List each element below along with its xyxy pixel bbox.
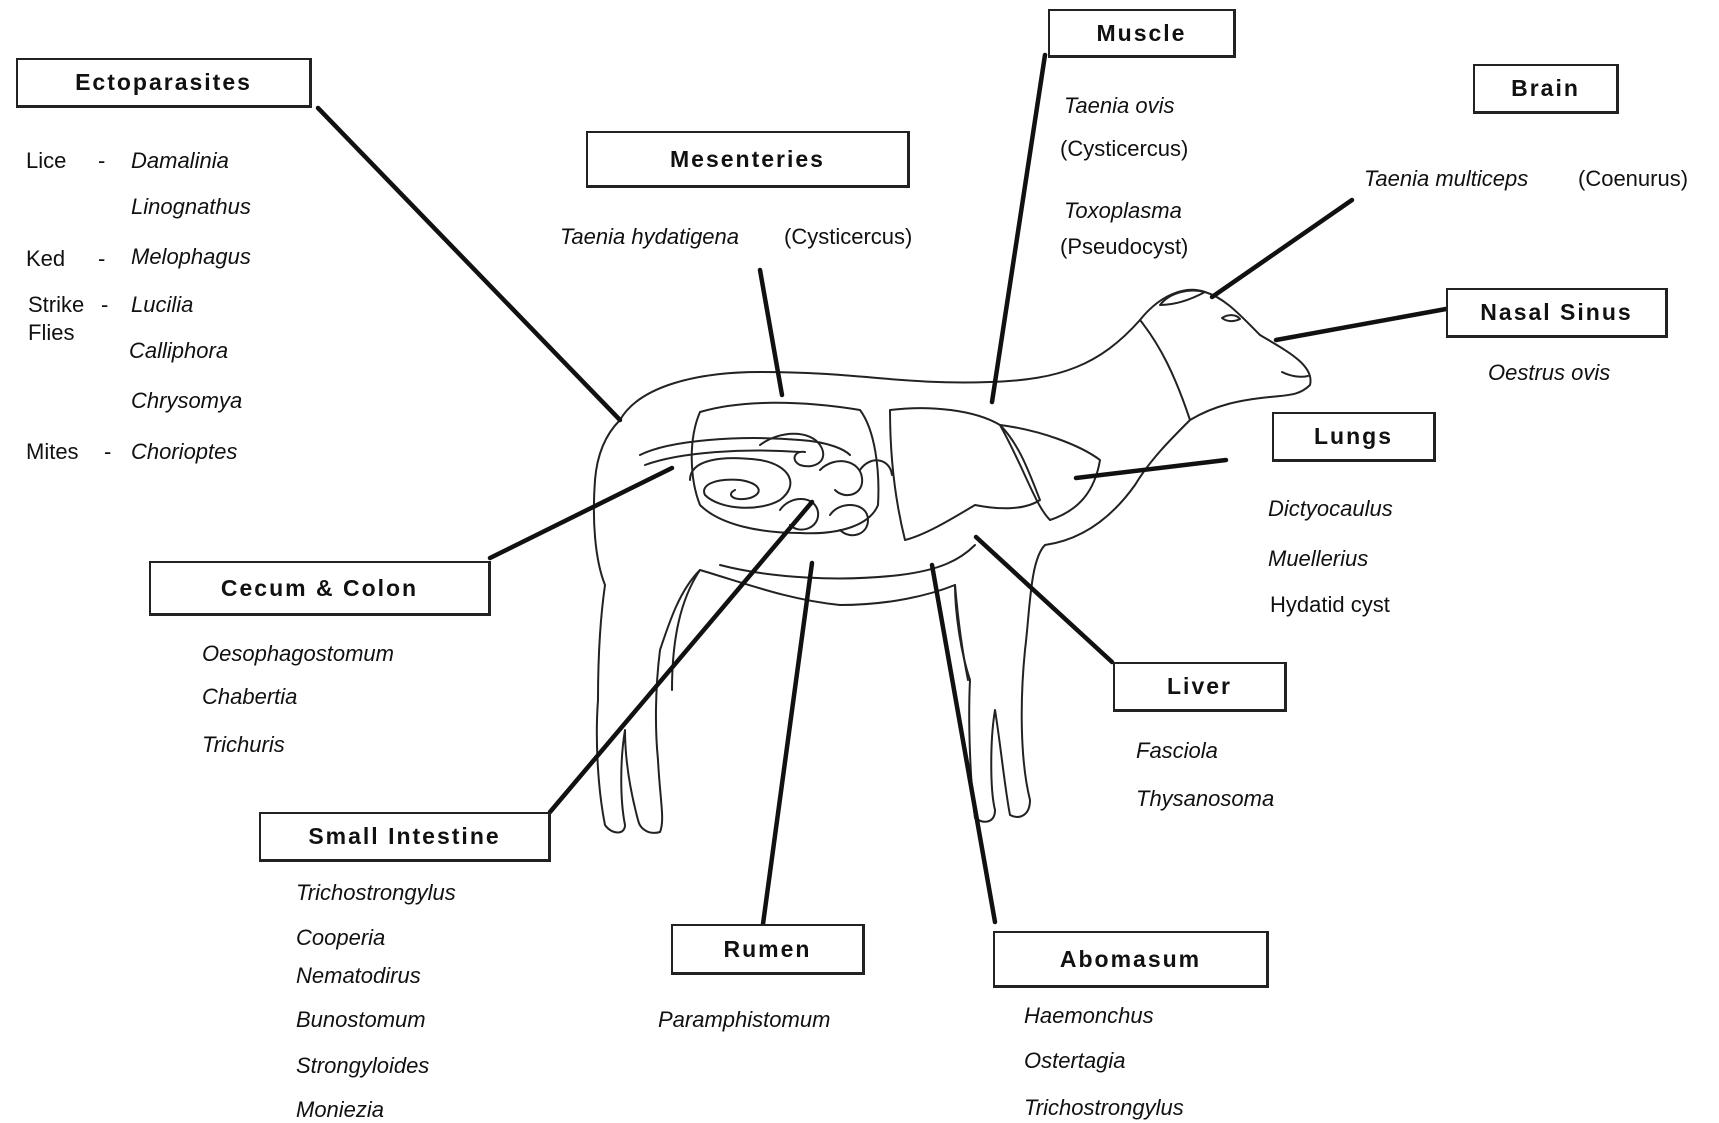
parasite-damalinia: Damalinia: [131, 150, 229, 172]
parasite-melophagus: Melophagus: [131, 246, 251, 268]
parasite-taenia-hydatigena: Taenia hydatigena: [560, 226, 739, 248]
parasite-paramphistomum: Paramphistomum: [658, 1009, 830, 1031]
leader-liver: [976, 537, 1112, 662]
leader-cecum-colon: [490, 468, 672, 558]
sheep-eye: [1222, 315, 1240, 321]
separator-ked: -: [98, 248, 105, 270]
stage-cysticercus-muscle: (Cysticercus): [1060, 138, 1188, 160]
leader-ectoparasites: [318, 108, 620, 420]
colon-spiral: [690, 458, 790, 508]
sheep-ear: [1160, 291, 1205, 305]
parasite-thysanosoma: Thysanosoma: [1136, 788, 1274, 810]
host-ked: Ked: [26, 248, 65, 270]
separator-strike: -: [101, 294, 108, 316]
parasite-trichostrongylus-ab: Trichostrongylus: [1024, 1097, 1184, 1119]
parasite-chrysomya: Chrysomya: [131, 390, 242, 412]
lungs-outline: [1000, 425, 1100, 520]
host-strike: Strike: [28, 294, 84, 316]
parasite-trichuris: Trichuris: [202, 734, 285, 756]
parasite-oestrus-ovis: Oestrus ovis: [1488, 362, 1610, 384]
parasite-cooperia: Cooperia: [296, 927, 385, 949]
parasite-chabertia: Chabertia: [202, 686, 297, 708]
parasite-haemonchus: Haemonchus: [1024, 1005, 1154, 1027]
sheep-mouth: [1282, 372, 1308, 377]
parasite-trichostrongylus-si: Trichostrongylus: [296, 882, 456, 904]
parasite-bunostomum: Bunostomum: [296, 1009, 426, 1031]
brain-label: Brain: [1473, 64, 1619, 114]
leader-rumen: [763, 563, 812, 924]
stage-pseudocyst: (Pseudocyst): [1060, 236, 1188, 258]
host-mites: Mites: [26, 441, 79, 463]
abomasum-label: Abomasum: [993, 931, 1269, 988]
stage-cysticercus-mesenteries: (Cysticercus): [784, 226, 912, 248]
parasite-fasciola: Fasciola: [1136, 740, 1218, 762]
parasite-ostertagia: Ostertagia: [1024, 1050, 1126, 1072]
parasite-toxoplasma: Toxoplasma: [1064, 200, 1182, 222]
parasite-taenia-ovis: Taenia ovis: [1064, 95, 1174, 117]
parasite-oesophagostomum: Oesophagostomum: [202, 643, 394, 665]
separator-lice: -: [98, 150, 105, 172]
leader-small-intestine: [550, 502, 812, 812]
parasite-taenia-multiceps: Taenia multiceps: [1364, 168, 1528, 190]
hydatid-cyst: Hydatid cyst: [1270, 594, 1390, 616]
leader-brain: [1212, 200, 1352, 297]
parasite-linognathus: Linognathus: [131, 196, 251, 218]
parasite-nematodirus: Nematodirus: [296, 965, 421, 987]
parasite-strongyloides: Strongyloides: [296, 1055, 429, 1077]
parasite-dictyocaulus: Dictyocaulus: [1268, 498, 1393, 520]
parasite-muellerius: Muellerius: [1268, 548, 1368, 570]
parasite-lucilia: Lucilia: [131, 294, 193, 316]
rumen-outline: [692, 403, 879, 534]
parasite-calliphora: Calliphora: [129, 340, 228, 362]
host-lice: Lice: [26, 150, 66, 172]
stage-coenurus: (Coenurus): [1578, 168, 1688, 190]
ectoparasites-label: Ectoparasites: [16, 58, 312, 108]
cecum-colon-label: Cecum & Colon: [149, 561, 491, 616]
leader-muscle: [992, 55, 1045, 402]
leader-abomasum: [932, 565, 995, 922]
parasite-chorioptes: Chorioptes: [131, 441, 237, 463]
small-intestine-label: Small Intestine: [259, 812, 551, 862]
parasite-moniezia: Moniezia: [296, 1099, 384, 1121]
rumen-label: Rumen: [671, 924, 865, 975]
nasal-sinus-label: Nasal Sinus: [1446, 288, 1668, 338]
mesenteries-label: Mesenteries: [586, 131, 910, 188]
separator-mites: -: [104, 441, 111, 463]
lungs-label: Lungs: [1272, 412, 1436, 462]
leader-mesenteries: [760, 270, 782, 395]
liver-label: Liver: [1113, 662, 1287, 712]
intestine-loops: [760, 434, 892, 535]
muscle-label: Muscle: [1048, 9, 1236, 58]
leader-nasal-sinus: [1276, 309, 1446, 340]
host-flies: Flies: [28, 322, 74, 344]
